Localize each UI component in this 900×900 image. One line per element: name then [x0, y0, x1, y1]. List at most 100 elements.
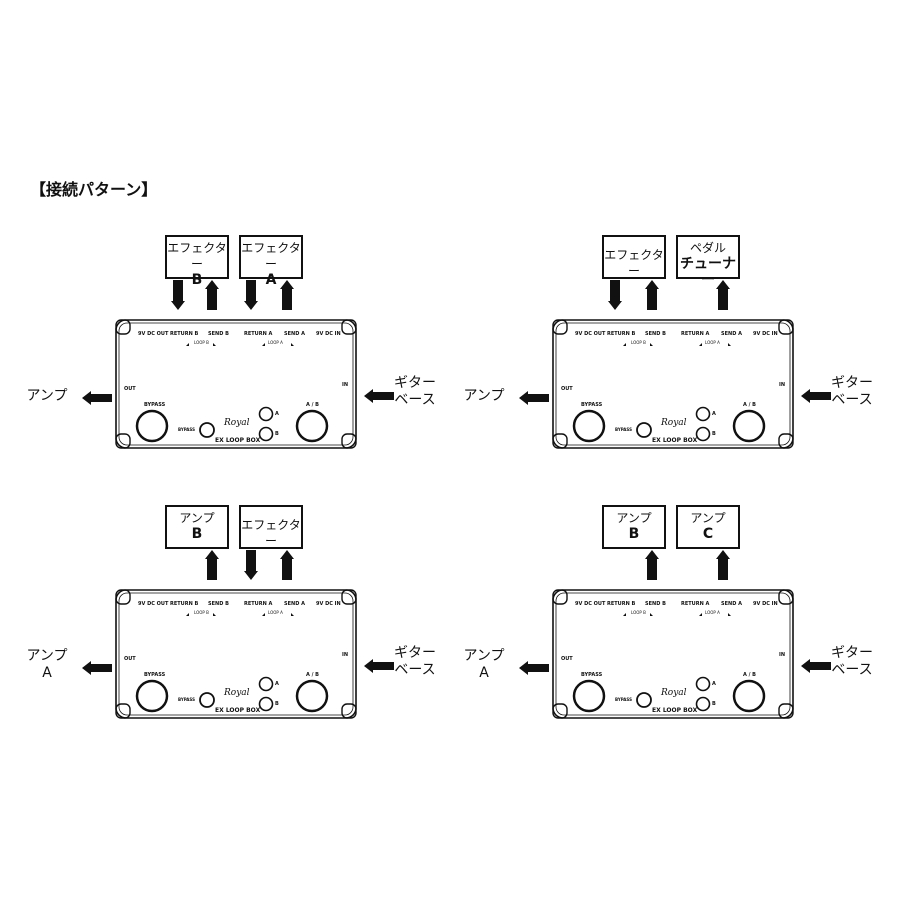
ab-footswitch [732, 679, 766, 713]
amp-label: アンプ [22, 388, 72, 405]
corner-bumper [115, 703, 131, 719]
corner-bumper [341, 703, 357, 719]
loop-label-b: LOOP B [194, 610, 209, 615]
amp-label: アンプ [459, 388, 509, 405]
device-name: エフェクター [167, 241, 227, 271]
bypass-led-label: BYPASS [178, 697, 195, 702]
loop-bracket-mark [623, 613, 626, 616]
device-id: チューナー [680, 256, 736, 288]
led-b [258, 426, 274, 442]
corner-bumper [778, 319, 794, 335]
brand-logo: Royal [661, 418, 687, 428]
guitar-bass-label: ギターベース [829, 645, 875, 679]
signal-arrow-up [205, 550, 219, 580]
device-id: B [191, 526, 203, 542]
signal-arrow-down [244, 280, 258, 310]
loop-label-b: LOOP B [631, 340, 646, 345]
model-name: EX LOOP BOX [215, 437, 261, 444]
loop-bracket-mark [650, 343, 653, 346]
device-id: C [702, 526, 714, 542]
guitar-label: ギター [394, 375, 436, 391]
device-name: ペダル [689, 241, 726, 255]
bypass-footswitch [135, 679, 169, 713]
bass-label: ベース [394, 662, 436, 678]
corner-bumper [778, 433, 794, 449]
ab-switch-label: A / B [306, 402, 319, 408]
loop-bracket-mark [623, 343, 626, 346]
ab-switch-label: A / B [743, 402, 756, 408]
bypass-led-label: BYPASS [178, 427, 195, 432]
led-a [695, 406, 711, 422]
input-arrow [801, 659, 831, 673]
led-b [695, 696, 711, 712]
jack-label-dc-out: 9V DC OUT [575, 331, 606, 337]
pattern-drawing [82, 280, 394, 449]
guitar-bass-label: ギターベース [829, 375, 875, 409]
loop-bracket-mark [186, 613, 189, 616]
signal-arrow-up [205, 280, 219, 310]
amp-label-line2: A [479, 665, 489, 681]
in-jack-label: IN [342, 652, 349, 658]
jack-label-send-b: SEND B [645, 601, 666, 607]
guitar-bass-label: ギターベース [392, 375, 438, 409]
corner-bumper [341, 319, 357, 335]
jack-label-send-a: SEND A [284, 331, 305, 337]
jack-label-dc-in: 9V DC IN [753, 601, 778, 607]
bypass-led-button [199, 692, 215, 708]
jack-label-send-b: SEND B [208, 601, 229, 607]
in-jack-label: IN [342, 382, 349, 388]
jack-label-dc-out: 9V DC OUT [575, 601, 606, 607]
model-name: EX LOOP BOX [652, 437, 698, 444]
loop-bracket-mark [213, 613, 216, 616]
bass-label: ベース [394, 392, 436, 408]
loop-label-b: LOOP B [631, 610, 646, 615]
ab-switch-label: A / B [743, 672, 756, 678]
jack-label-send-a: SEND A [721, 601, 742, 607]
pattern-drawing [519, 280, 831, 449]
guitar-label: ギター [831, 375, 873, 391]
output-arrow [82, 391, 112, 405]
loop-bracket-mark [262, 613, 265, 616]
bypass-led-button [199, 422, 215, 438]
bypass-led-label: BYPASS [615, 427, 632, 432]
ab-footswitch [732, 409, 766, 443]
corner-bumper [778, 703, 794, 719]
jack-label-return-a: RETURN A [681, 601, 710, 607]
device-name: エフェクター [604, 248, 664, 278]
device-name: アンプ [179, 511, 215, 525]
model-name: EX LOOP BOX [215, 707, 261, 714]
model-name: EX LOOP BOX [652, 707, 698, 714]
bypass-switch-label: BYPASS [144, 402, 166, 408]
signal-arrow-up [280, 550, 294, 580]
connected-device-box-right: ペダルチューナー [676, 235, 740, 288]
led-a [258, 676, 274, 692]
device-id: B [191, 272, 203, 288]
loop-box-bezel [555, 592, 791, 716]
led-b-label: B [275, 431, 279, 437]
loop-bracket-mark [728, 613, 731, 616]
loop-bracket-mark [650, 613, 653, 616]
ab-footswitch [295, 409, 329, 443]
device-name: エフェクター [241, 518, 301, 548]
corner-bumper [341, 589, 357, 605]
jack-label-dc-out: 9V DC OUT [138, 601, 169, 607]
loop-box-bezel [118, 592, 354, 716]
led-b-label: B [275, 701, 279, 707]
loop-box-body [552, 319, 794, 449]
jack-label-return-b: RETURN B [170, 601, 199, 607]
loop-bracket-mark [291, 343, 294, 346]
bypass-led-button [636, 422, 652, 438]
loop-bracket-mark [186, 343, 189, 346]
device-id: B [628, 526, 640, 542]
signal-arrow-up [645, 550, 659, 580]
out-jack-label: OUT [561, 656, 573, 662]
loop-bracket-mark [728, 343, 731, 346]
bypass-switch-label: BYPASS [581, 402, 603, 408]
corner-bumper [341, 433, 357, 449]
signal-arrow-up [280, 280, 294, 310]
signal-arrow-down [608, 280, 622, 310]
